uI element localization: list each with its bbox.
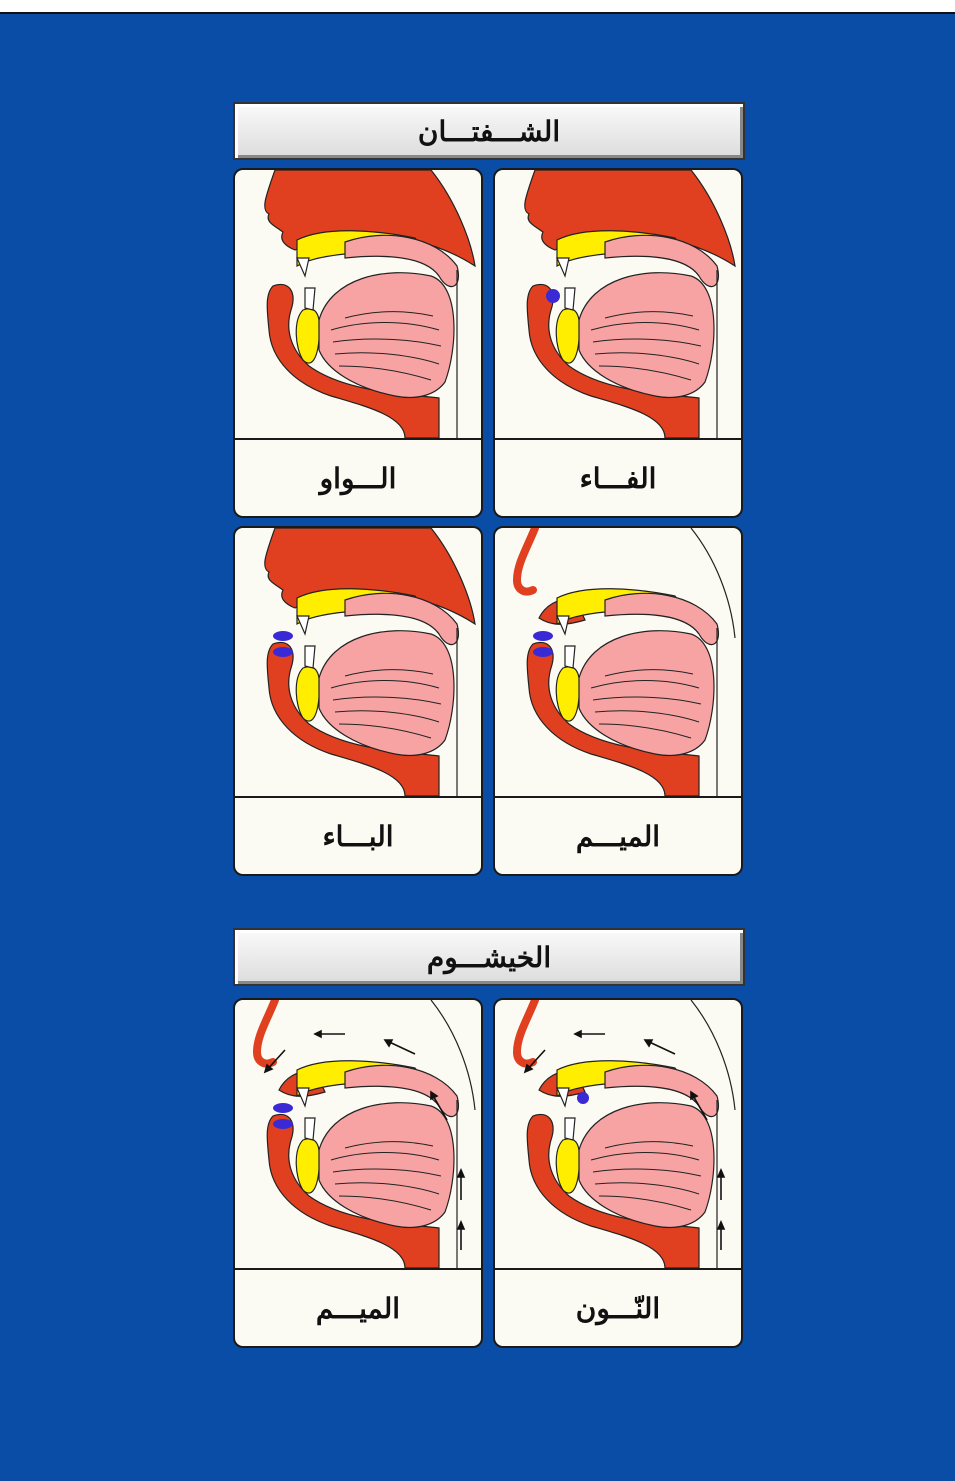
card-nasal-mim: الميـــم xyxy=(233,998,483,1348)
contact-marker xyxy=(533,647,553,657)
contact-marker xyxy=(546,289,560,303)
articulation-diagram-fa xyxy=(495,170,741,438)
contact-marker xyxy=(577,1092,589,1104)
section-title: الشـــفتـــان xyxy=(418,115,560,148)
contact-marker xyxy=(273,631,293,641)
label-box: الميـــم xyxy=(235,1268,481,1346)
nasal-panel: الخيشـــوم النّـــون الميـــم xyxy=(233,928,745,1360)
articulation-diagram-waw xyxy=(235,170,481,438)
card-fa: الفـــاء xyxy=(493,168,743,518)
contact-marker xyxy=(273,1103,293,1113)
contact-marker xyxy=(533,631,553,641)
label-box: الميـــم xyxy=(495,796,741,874)
contact-marker xyxy=(273,647,293,657)
section-title: الخيشـــوم xyxy=(427,941,551,974)
card-nun: النّـــون xyxy=(493,998,743,1348)
articulation-diagram-ba xyxy=(235,528,481,796)
top-rule xyxy=(0,0,955,14)
label-box: النّـــون xyxy=(495,1268,741,1346)
letter-label: الـــواو xyxy=(320,462,397,495)
label-box: الـــواو xyxy=(235,438,481,516)
articulation-diagram-nasal-mim xyxy=(235,1000,481,1268)
lips-panel: الشـــفتـــان الفـــاء الـــواو الميـــم xyxy=(233,102,745,886)
letter-label: البـــاء xyxy=(322,820,393,853)
letter-label: النّـــون xyxy=(576,1292,660,1325)
letter-label: الميـــم xyxy=(316,1292,400,1325)
label-box: البـــاء xyxy=(235,796,481,874)
contact-marker xyxy=(273,1119,293,1129)
card-ba: البـــاء xyxy=(233,526,483,876)
card-waw: الـــواو xyxy=(233,168,483,518)
section-title-bar: الشـــفتـــان xyxy=(233,102,745,160)
section-title-bar: الخيشـــوم xyxy=(233,928,745,986)
letter-label: الفـــاء xyxy=(580,462,657,495)
articulation-diagram-mim xyxy=(495,528,741,796)
articulation-diagram-nun xyxy=(495,1000,741,1268)
label-box: الفـــاء xyxy=(495,438,741,516)
card-mim: الميـــم xyxy=(493,526,743,876)
letter-label: الميـــم xyxy=(576,820,660,853)
